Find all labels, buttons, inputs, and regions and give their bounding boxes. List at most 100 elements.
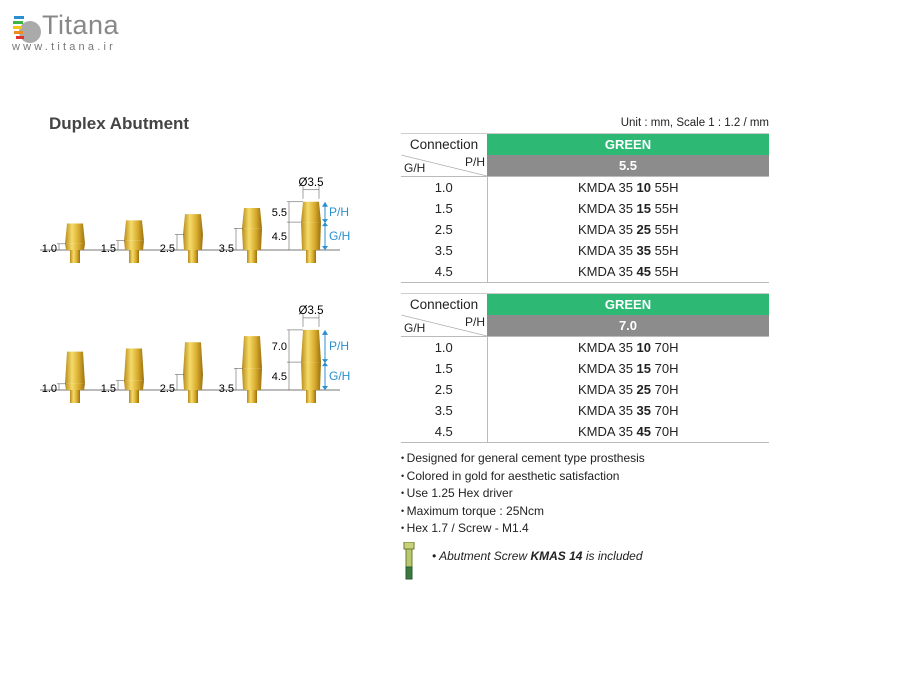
gh-value: 1.5	[401, 358, 488, 379]
unit-note: Unit : mm, Scale 1 : 1.2 / mm	[620, 117, 769, 129]
code-gh: 35	[636, 243, 652, 258]
connection-value: GREEN	[487, 133, 769, 155]
code-prefix: KMDA 35	[578, 424, 637, 439]
gh-value: 1.0	[401, 176, 488, 198]
diameter-label: Ø3.5	[299, 305, 324, 317]
gh-value: 1.5	[401, 198, 488, 219]
code-suffix: 70H	[651, 403, 679, 418]
titana-logo-icon	[13, 16, 41, 43]
screw-code: KMAS 14	[530, 549, 583, 563]
code-suffix: 55H	[651, 243, 679, 258]
gh-value: 4.5	[401, 421, 488, 443]
feature-item: Maximum torque : 25Ncm	[401, 503, 645, 521]
abutment-image	[65, 351, 85, 403]
gh-dimension: 4.5	[272, 231, 287, 243]
product-code[interactable]: KMDA 35 25 55H	[487, 219, 769, 240]
code-gh: 15	[636, 361, 652, 376]
screw-note-text: Abutment Screw	[439, 549, 531, 563]
gh-dimension: 1.5	[101, 383, 116, 395]
product-code[interactable]: KMDA 35 45 55H	[487, 261, 769, 283]
code-suffix: 55H	[651, 201, 679, 216]
connection-value: GREEN	[487, 293, 769, 315]
abutment-image	[301, 329, 321, 403]
abutment-image	[183, 342, 203, 403]
product-code[interactable]: KMDA 35 10 55H	[487, 177, 769, 199]
screw-note: • Abutment Screw KMAS 14 is included	[432, 549, 643, 563]
feature-item: Hex 1.7 / Screw - M1.4	[401, 520, 645, 538]
code-gh: 25	[636, 382, 652, 397]
ph-value: 7.0	[487, 315, 769, 337]
gh-dimension: 3.5	[219, 243, 234, 255]
product-code[interactable]: KMDA 35 15 55H	[487, 198, 769, 219]
diameter-label: Ø3.5	[299, 177, 324, 189]
product-code[interactable]: KMDA 35 45 70H	[487, 421, 769, 443]
code-prefix: KMDA 35	[578, 222, 637, 237]
product-code[interactable]: KMDA 35 35 70H	[487, 400, 769, 421]
gh-dimension: 2.5	[160, 383, 175, 395]
gh-dimension: 3.5	[219, 383, 234, 395]
connection-label: Connection	[401, 293, 487, 315]
gh-dimension: 1.5	[101, 243, 116, 255]
feature-item: Use 1.25 Hex driver	[401, 485, 645, 503]
code-prefix: KMDA 35	[578, 382, 637, 397]
feature-item: Designed for general cement type prosthe…	[401, 450, 645, 468]
ph-label: P/H	[464, 315, 485, 329]
code-suffix: 55H	[651, 264, 679, 279]
code-suffix: 70H	[651, 361, 679, 376]
code-gh: 25	[636, 222, 652, 237]
ph-label: P/H	[329, 205, 349, 219]
abutment-image	[124, 220, 144, 263]
code-prefix: KMDA 35	[578, 340, 637, 355]
code-prefix: KMDA 35	[578, 403, 637, 418]
code-prefix: KMDA 35	[578, 180, 637, 195]
gh-ph-header: G/H P/H	[401, 155, 487, 177]
code-suffix: 70H	[651, 382, 679, 397]
gh-dimension: 2.5	[160, 243, 175, 255]
product-code[interactable]: KMDA 35 15 70H	[487, 358, 769, 379]
abutment-image	[242, 207, 262, 263]
ph-label: P/H	[329, 339, 349, 353]
screw-note-text: is included	[582, 549, 643, 563]
connection-label: Connection	[401, 133, 487, 155]
code-gh: 35	[636, 403, 652, 418]
gh-label: G/H	[404, 161, 426, 175]
product-code[interactable]: KMDA 35 35 55H	[487, 240, 769, 261]
abutment-image	[183, 214, 203, 263]
gh-value: 1.0	[401, 336, 488, 358]
gh-dimension: 1.0	[42, 383, 57, 395]
ph-dimension: 5.5	[272, 207, 287, 219]
gh-value: 3.5	[401, 240, 488, 261]
ph-label: P/H	[464, 155, 485, 169]
abutment-image	[65, 223, 85, 263]
code-suffix: 70H	[651, 340, 679, 355]
code-suffix: 55H	[651, 180, 679, 195]
code-suffix: 55H	[651, 222, 679, 237]
abutment-screw-icon	[403, 542, 415, 580]
product-code[interactable]: KMDA 35 25 70H	[487, 379, 769, 400]
code-gh: 45	[636, 264, 652, 279]
ph-dimension: 7.0	[272, 341, 287, 353]
gh-value: 2.5	[401, 379, 488, 400]
logo-name: Titana	[42, 10, 120, 40]
feature-list: Designed for general cement type prosthe…	[401, 450, 645, 538]
product-code[interactable]: KMDA 35 10 70H	[487, 337, 769, 359]
gh-value: 2.5	[401, 219, 488, 240]
code-suffix: 70H	[651, 424, 679, 439]
gh-label: G/H	[329, 369, 350, 383]
code-prefix: KMDA 35	[578, 243, 637, 258]
gh-label: G/H	[329, 229, 350, 243]
abutment-figures: 1.0 1.5 2.5 3.5 5.5 4.5 Ø3.5 P/H G/H 1.0…	[40, 177, 350, 403]
code-prefix: KMDA 35	[578, 264, 637, 279]
